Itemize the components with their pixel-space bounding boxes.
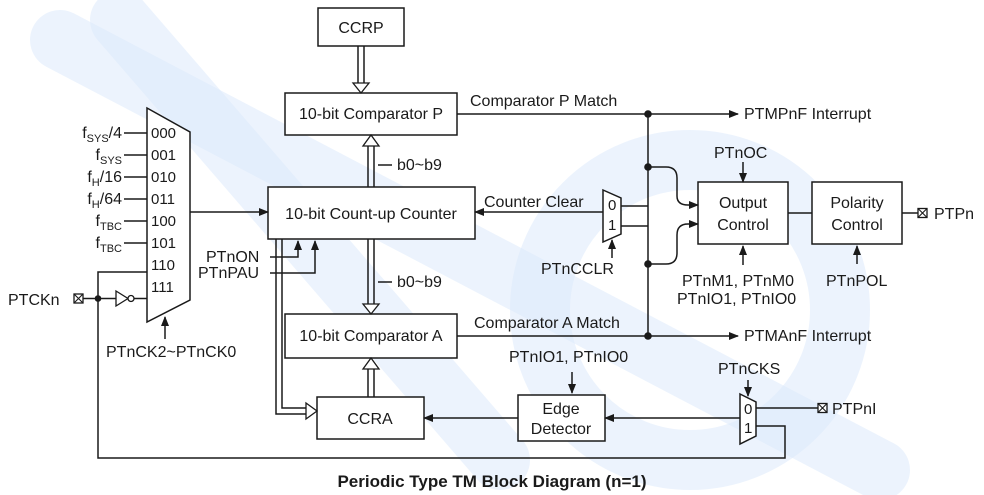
edge-detector-line2: Detector xyxy=(531,421,592,438)
comp-p-match-label: Comparator P Match xyxy=(470,93,617,110)
output-control-box xyxy=(697,181,789,245)
clock-source-label: fTBC xyxy=(96,213,123,233)
inverter-icon xyxy=(115,289,135,308)
counter-clear-label: Counter Clear xyxy=(484,194,584,211)
ptnon-label: PTnON xyxy=(206,249,259,266)
clock-source-label: fH/64 xyxy=(87,191,122,211)
polarity-control-line2: Control xyxy=(831,217,883,234)
ptpni-pin-icon xyxy=(817,402,828,414)
clock-code-101: 101 xyxy=(151,235,176,252)
ptckn-pin-label: PTCKn xyxy=(8,292,60,309)
ptnio-label: PTnIO1, PTnIO0 xyxy=(509,349,628,366)
ptmp-interrupt-label: PTMPnF Interrupt xyxy=(744,106,872,123)
clock-source-rows: 000 fSYS/4 001 fSYS 010 fH/16 011 fH/64 100 fTBC 1… xyxy=(82,125,176,296)
comparator-p-label: 10-bit Comparator P xyxy=(299,106,443,123)
clock-source-label: fSYS xyxy=(96,147,122,167)
ptncks-label: PTnCKS xyxy=(718,361,780,378)
ccra-box xyxy=(316,396,425,440)
counter-clear-mux xyxy=(602,188,622,244)
ptnmode-line2: PTnIO1, PTnIO0 xyxy=(677,291,796,308)
ccrp-box xyxy=(317,7,405,47)
comparator-a-label: 10-bit Comparator A xyxy=(299,328,443,345)
polarity-control-box xyxy=(811,181,903,245)
b0b9-lower-label: b0~b9 xyxy=(397,274,442,291)
ccra-label: CCRA xyxy=(347,411,393,428)
cks-mux-0: 0 xyxy=(744,401,752,418)
ccrp-label: CCRP xyxy=(338,20,383,37)
edge-detector-line1: Edge xyxy=(542,401,579,418)
ptpn-pin-label: PTPn xyxy=(934,206,974,223)
counter-box xyxy=(267,186,476,240)
cks-mux-1: 1 xyxy=(744,420,752,437)
polarity-control-line1: Polarity xyxy=(830,195,883,212)
counter-label: 10-bit Count-up Counter xyxy=(285,206,457,223)
clock-code-110: 110 xyxy=(151,257,175,274)
ptnpau-label: PTnPAU xyxy=(198,265,259,282)
clock-select-mux xyxy=(146,106,191,324)
clock-code-001: 001 xyxy=(151,147,176,164)
ptnoc-label: PTnOC xyxy=(714,145,767,162)
clock-select-label: PTnCK2~PTnCK0 xyxy=(106,344,236,361)
ptckn-pin-icon xyxy=(73,293,84,304)
clock-code-100: 100 xyxy=(151,213,176,230)
ptpni-pin-label: PTPnI xyxy=(832,401,876,418)
ptpn-pin-icon xyxy=(917,207,928,219)
ptnmode-line1: PTnM1, PTnM0 xyxy=(682,273,794,290)
clear-mux-1: 1 xyxy=(608,217,616,234)
ptma-interrupt-label: PTMAnF Interrupt xyxy=(744,328,872,345)
b0b9-upper-label: b0~b9 xyxy=(397,157,442,174)
ptnpol-label: PTnPOL xyxy=(826,273,887,290)
clock-source-label: fH/16 xyxy=(87,169,122,189)
edge-detector-box xyxy=(517,394,606,442)
clock-code-010: 010 xyxy=(151,169,176,186)
capture-select-mux xyxy=(739,392,757,446)
clear-mux-0: 0 xyxy=(608,197,616,214)
clock-code-111: 111 xyxy=(151,279,174,296)
output-control-line2: Control xyxy=(717,217,769,234)
clock-source-label: fSYS/4 xyxy=(82,125,122,145)
clock-source-label: fTBC xyxy=(96,235,123,255)
clock-code-011: 011 xyxy=(151,191,175,208)
clock-code-000: 000 xyxy=(151,125,176,142)
output-control-line1: Output xyxy=(719,195,768,212)
ptncclr-label: PTnCCLR xyxy=(541,261,614,278)
diagram-caption: Periodic Type TM Block Diagram (n=1) xyxy=(337,472,646,491)
comp-a-match-label: Comparator A Match xyxy=(474,315,620,332)
